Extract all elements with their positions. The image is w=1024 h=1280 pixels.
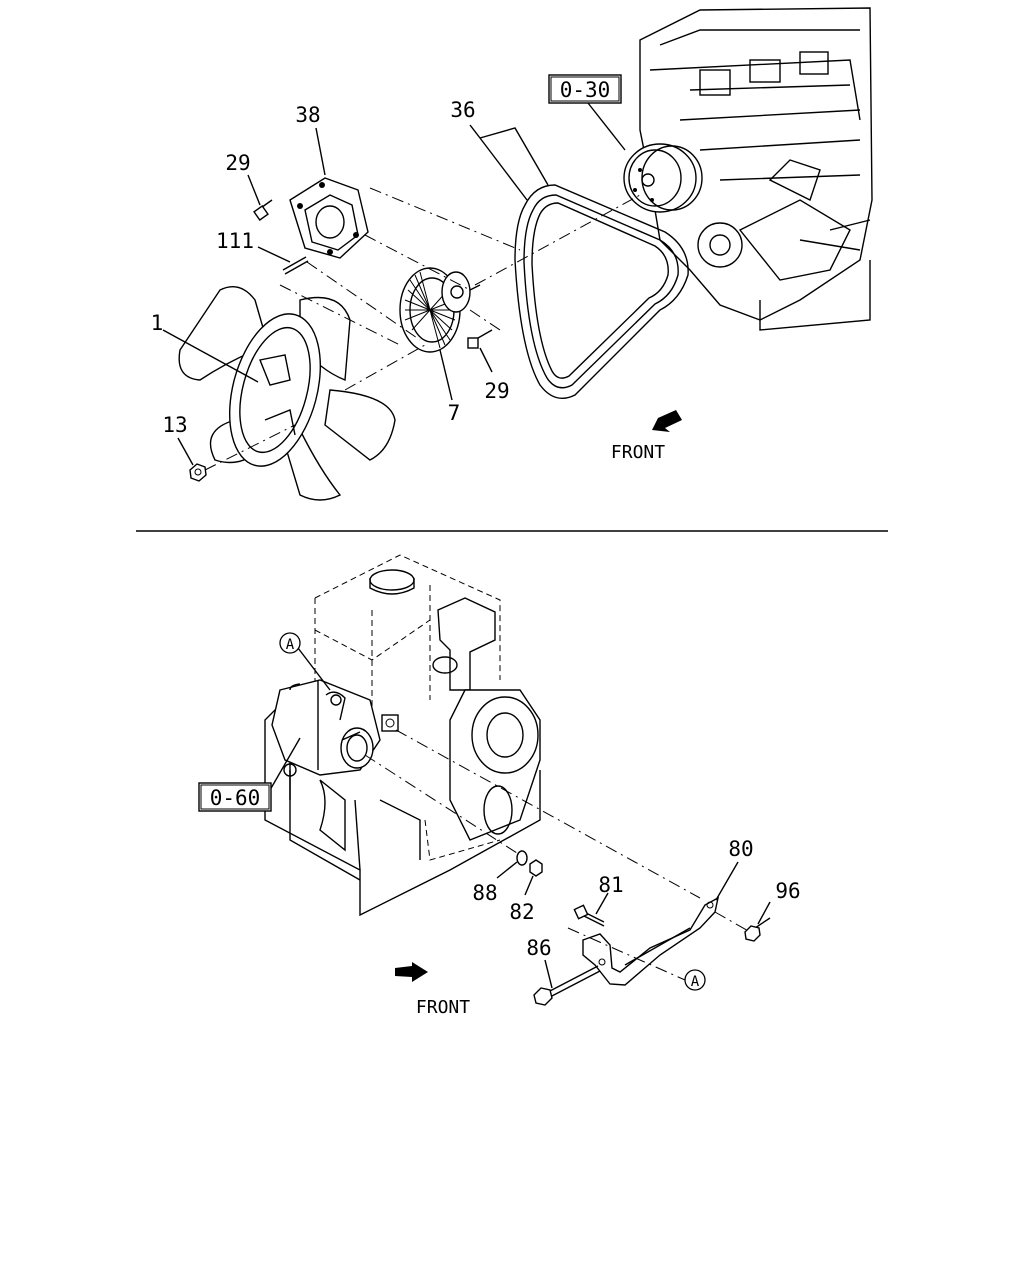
callout-88: 88 — [472, 881, 497, 905]
nut-82 — [529, 859, 543, 877]
leader-lines-lower — [269, 647, 771, 989]
callout-29-upper: 29 — [225, 151, 250, 175]
front-arrow-upper — [652, 410, 682, 432]
callout-a-lower-text: A — [691, 974, 700, 990]
front-arrow-lower — [395, 962, 428, 982]
callout-a-upper-text: A — [286, 637, 295, 653]
callout-111: 111 — [216, 229, 254, 253]
washer-88 — [516, 850, 528, 866]
lower-diagram: A 0-60 80 81 96 88 82 86 A FRONT — [198, 554, 801, 1018]
fan-clutch — [399, 267, 481, 353]
callout-a-upper[interactable]: A — [279, 632, 301, 654]
alignment-lines-upper — [204, 187, 641, 471]
callout-38: 38 — [295, 103, 320, 127]
adjusting-bracket — [582, 896, 720, 986]
callout-80: 80 — [728, 837, 753, 861]
alternator — [271, 679, 399, 776]
callout-13: 13 — [162, 413, 187, 437]
nut-13 — [189, 463, 207, 482]
leader-lines-upper — [162, 102, 626, 466]
bolt-29-lower — [467, 329, 493, 349]
bolt-29-upper — [253, 199, 273, 221]
upper-diagram: 0-30 36 38 29 111 1 7 29 13 FRONT — [151, 7, 873, 501]
front-label-upper: FRONT — [611, 442, 665, 463]
callout-1: 1 — [151, 311, 164, 335]
callout-36: 36 — [450, 98, 475, 122]
bolt-81 — [573, 904, 605, 927]
fan-spacer — [289, 177, 369, 259]
fan-belt — [514, 184, 689, 399]
bolt-96 — [744, 917, 771, 942]
alignment-lines-lower — [364, 729, 751, 981]
engine-block-lower — [264, 554, 541, 917]
callout-86: 86 — [526, 936, 551, 960]
callout-0-60[interactable]: 0-60 — [198, 782, 272, 812]
crank-pulley — [623, 143, 703, 213]
callout-0-60-text: 0-60 — [210, 786, 261, 810]
bolt-86 — [533, 965, 601, 1006]
callout-0-30[interactable]: 0-30 — [548, 74, 622, 104]
engine-block-upper — [639, 7, 873, 331]
callout-a-lower[interactable]: A — [684, 969, 706, 991]
callout-0-30-text: 0-30 — [560, 78, 611, 102]
callout-29-lower: 29 — [484, 379, 509, 403]
callout-96: 96 — [775, 879, 800, 903]
front-label-lower: FRONT — [416, 997, 470, 1018]
callout-82: 82 — [509, 900, 534, 924]
stud-111 — [282, 256, 309, 275]
callout-81: 81 — [598, 873, 623, 897]
callout-7: 7 — [448, 401, 461, 425]
cooling-fan — [178, 286, 396, 501]
